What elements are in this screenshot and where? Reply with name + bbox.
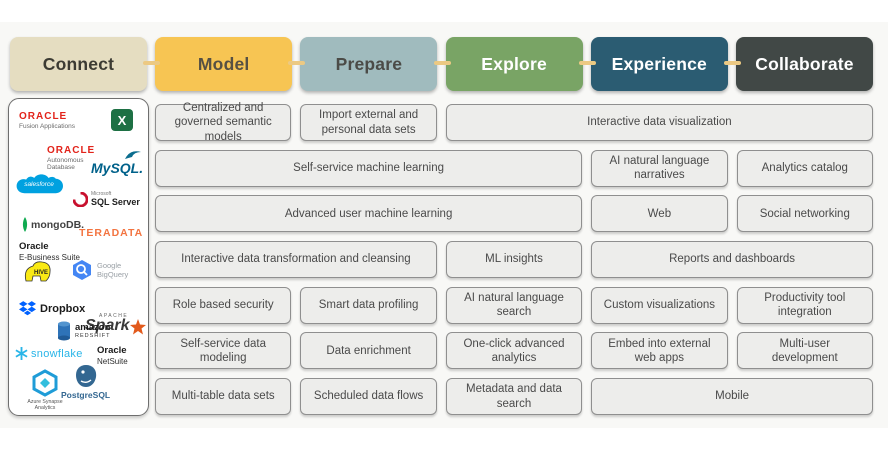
postgresql-logo: PostgreSQL (61, 363, 110, 400)
header-experience: Experience (590, 37, 728, 91)
capability-web: Web (591, 195, 728, 233)
mysql-dolphin-icon (125, 151, 142, 159)
svg-text:HIVE: HIVE (34, 270, 48, 276)
bigquery-hexagon-icon (73, 260, 91, 280)
oracle-ebs-brand: Oracle (19, 241, 49, 252)
bigquery-brand: Google (97, 261, 122, 270)
connect-sources-panel: ORACLE Fusion Applications X ORACLE Auto… (8, 98, 149, 416)
amazon-wordmark: amazon (75, 322, 111, 334)
bigquery-product: BigQuery (97, 270, 129, 279)
mysql-wordmark: MySQL. (91, 160, 144, 176)
salesforce-logo: salesforce (15, 171, 64, 201)
sql-server-spiral-icon (73, 191, 88, 207)
dropbox-logo: Dropbox (19, 301, 85, 316)
oracle-netsuite-logo: Oracle NetSuite (97, 345, 128, 366)
capability-data-enrichment: Data enrichment (300, 332, 437, 370)
capability-one-click-advanced-analytics: One-click advanced analytics (445, 332, 583, 370)
sql-server-wordmark: SQL Server (91, 197, 140, 207)
capability-ai-natural-language-search: AI natural language search (445, 286, 583, 324)
sql-server-logo: Microsoft SQL Server (73, 191, 140, 207)
mysql-logo: MySQL. (91, 149, 143, 176)
oracle-wordmark: ORACLE (19, 111, 68, 122)
capability-custom-visualizations: Custom visualizations (591, 286, 728, 324)
capability-multi-user-development: Multi-user development (736, 332, 873, 370)
postgresql-elephant-icon (75, 365, 96, 387)
capability-smart-data-profiling: Smart data profiling (300, 286, 437, 324)
amazon-redshift-logo: amazon REDSHIFT (57, 321, 111, 341)
header-collaborate: Collaborate (735, 37, 873, 91)
redshift-cylinder-icon (58, 321, 70, 341)
capability-analytics-catalog: Analytics catalog (736, 149, 873, 187)
azure-synapse-analytics-logo: Azure Synapse Analytics (17, 369, 73, 411)
mongodb-logo: mongoDB. (21, 217, 84, 232)
dropbox-icon (19, 301, 36, 316)
capability-interactive-data-transformation-cleansing: Interactive data transformation and clea… (155, 241, 437, 279)
capability-scheduled-data-flows: Scheduled data flows (300, 378, 437, 416)
connector-dash (288, 61, 305, 65)
teradata-logo: TERADATA (79, 223, 143, 241)
capability-advanced-user-machine-learning: Advanced user machine learning (155, 195, 583, 233)
snowflake-logo: snowflake (15, 347, 83, 360)
spark-apache-label: APACHE (99, 313, 129, 319)
netsuite-product: NetSuite (97, 357, 128, 366)
oracle-autonomous-sublabel: Autonomous Database (47, 157, 84, 171)
azure-synapse-icon (32, 369, 58, 397)
connector-dash (724, 61, 741, 65)
capability-ai-natural-language-narratives: AI natural language narratives (591, 149, 728, 187)
spark-star-icon (130, 319, 147, 335)
mongodb-wordmark: mongoDB. (31, 218, 85, 231)
connector-dash (143, 61, 160, 65)
header-row: Connect Model Prepare Explore Experience… (10, 37, 873, 91)
excel-letter: X (117, 112, 127, 128)
capability-self-service-data-modeling: Self-service data modeling (155, 332, 292, 370)
capability-ml-insights: ML insights (445, 241, 583, 279)
capability-reports-and-dashboards: Reports and dashboards (591, 241, 873, 279)
capability-embed-into-external-web-apps: Embed into external web apps (591, 332, 728, 370)
oracle-autonomous-database-logo: ORACLE Autonomous Database (47, 145, 107, 171)
capability-interactive-data-visualization: Interactive data visualization (445, 104, 873, 141)
capability-import-external-personal-data-sets: Import external and personal data sets (300, 104, 437, 141)
header-model: Model (155, 37, 293, 91)
header-connect: Connect (10, 37, 147, 91)
teradata-wordmark: TERADATA (79, 227, 144, 239)
apache-spark-logo: APACHE Spark (85, 313, 224, 335)
redshift-label: REDSHIFT (75, 332, 111, 339)
oracle-ebs-sublabel: E-Business Suite (19, 253, 80, 262)
connector-dash (434, 61, 451, 65)
postgresql-wordmark: PostgreSQL (61, 390, 111, 400)
capability-multi-table-data-sets: Multi-table data sets (155, 378, 292, 416)
spark-wordmark: Spark (85, 317, 130, 334)
oracle-e-business-suite-logo: Oracle E-Business Suite (19, 241, 80, 262)
apache-hive-logo: HIVE (21, 259, 53, 285)
salesforce-cloud-icon (16, 174, 64, 194)
snowflake-wordmark: snowflake (31, 347, 83, 360)
capability-social-networking: Social networking (736, 195, 873, 233)
hive-elephant-icon: HIVE (24, 261, 51, 282)
capability-role-based-security: Role based security (155, 286, 292, 324)
capability-centralized-governed-semantic-models: Centralized and governed semantic models (155, 102, 292, 143)
capability-self-service-machine-learning: Self-service machine learning (155, 149, 583, 187)
capability-mobile: Mobile (591, 378, 873, 416)
capability-grid: Centralized and governed semantic models… (155, 102, 873, 416)
connector-dash (579, 61, 596, 65)
mongodb-leaf-icon (22, 217, 28, 232)
header-explore: Explore (445, 37, 583, 91)
excel-icon: X (111, 109, 133, 131)
salesforce-wordmark: salesforce (24, 181, 54, 188)
oracle-fusion-sublabel: Fusion Applications (19, 123, 76, 130)
netsuite-brand: Oracle (97, 345, 127, 356)
azure-synapse-label: Azure Synapse Analytics (27, 399, 63, 411)
oracle-fusion-applications-logo: ORACLE Fusion Applications (19, 111, 75, 130)
capability-productivity-tool-integration: Productivity tool integration (736, 286, 873, 324)
oracle-wordmark: ORACLE (47, 145, 96, 156)
dropbox-wordmark: Dropbox (40, 302, 86, 315)
google-bigquery-logo: Google BigQuery (71, 259, 128, 281)
capability-metadata-and-data-search: Metadata and data search (445, 378, 583, 416)
header-prepare: Prepare (300, 37, 438, 91)
snowflake-icon (15, 347, 28, 360)
sql-server-microsoft-label: Microsoft (91, 191, 112, 197)
